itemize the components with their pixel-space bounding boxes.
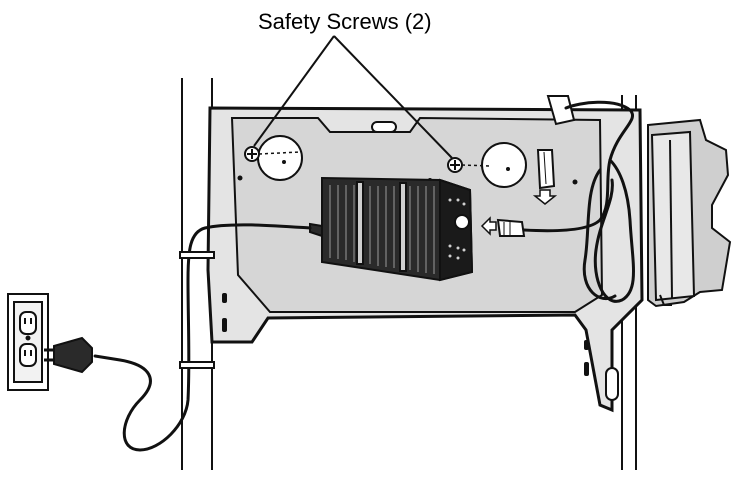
callout-leader-lines — [253, 35, 453, 159]
ac-plug-icon — [44, 336, 93, 374]
outline-arrow-icon — [480, 189, 558, 236]
ac-inlet-plug — [496, 218, 526, 237]
dc-connector — [536, 95, 576, 190]
cradle-body — [647, 118, 732, 308]
safety-screw-left — [244, 146, 301, 162]
cable-ties — [179, 251, 215, 369]
safety-screw-right — [447, 157, 491, 173]
screw-icon — [244, 146, 491, 173]
cables — [93, 100, 635, 452]
power-supply-brick-icon — [309, 176, 474, 282]
callout-label: Safety Screws (2) — [258, 9, 432, 34]
duplex-wall-outlet-icon — [7, 293, 49, 391]
